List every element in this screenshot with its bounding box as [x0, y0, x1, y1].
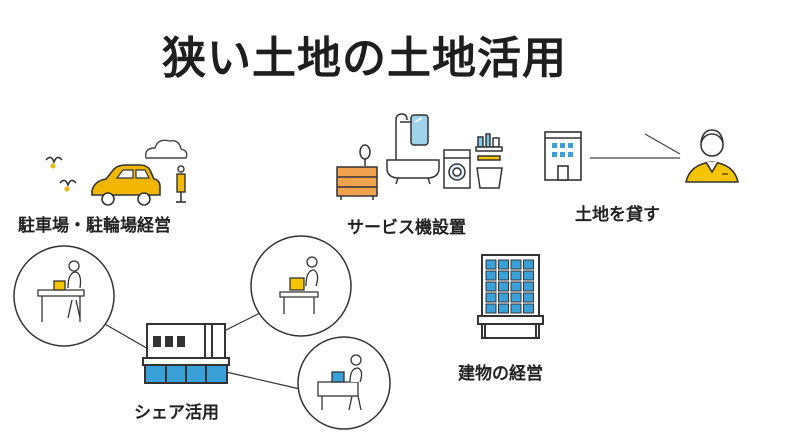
building-window — [510, 281, 522, 292]
dresser-icon — [336, 166, 378, 200]
coworking-circle-2 — [250, 235, 352, 337]
building-window — [510, 303, 522, 314]
building-window — [523, 270, 534, 281]
building-window — [498, 292, 509, 303]
office-building-icon — [544, 131, 582, 181]
service-machines-illustration — [336, 113, 503, 200]
building-window — [510, 270, 522, 281]
cloud-icon — [145, 139, 188, 159]
mirror-icon — [359, 144, 371, 166]
parking-illustration — [45, 139, 188, 206]
page-title: 狭い土地の土地活用 — [162, 33, 567, 84]
building-window — [523, 303, 534, 314]
building-window — [485, 292, 497, 303]
share-illustration — [13, 235, 391, 430]
building-window — [510, 292, 522, 303]
wall-mirror-icon — [410, 114, 429, 146]
parking-sign-icon — [176, 165, 186, 203]
building-window — [485, 259, 497, 270]
building-window — [485, 270, 497, 281]
share-label: シェア活用 — [134, 403, 219, 423]
building-window — [485, 303, 497, 314]
building-window — [523, 281, 534, 292]
coworking-circle-1 — [13, 245, 115, 347]
building-window — [498, 270, 509, 281]
bathtub-icon — [386, 113, 440, 185]
building-window — [498, 281, 509, 292]
car-icon — [91, 164, 161, 206]
lease-illustration — [544, 129, 739, 183]
apartment-building-icon — [477, 254, 544, 339]
building-window — [498, 259, 509, 270]
laundry-basket-icon — [475, 133, 503, 189]
lease-label: 土地を貸す — [575, 205, 660, 225]
building-window — [510, 259, 522, 270]
building-window — [485, 281, 497, 292]
shop-building-icon — [142, 323, 230, 384]
building-window — [523, 259, 534, 270]
moon-accent-icon — [50, 163, 70, 192]
parking-label: 駐車場・駐輪場経営 — [18, 216, 171, 236]
washing-machine-icon — [443, 149, 471, 189]
building-label: 建物の経営 — [458, 364, 543, 384]
building-window — [498, 303, 509, 314]
services-label: サービス機設置 — [347, 218, 466, 238]
building-window — [523, 292, 534, 303]
bird-icon — [45, 156, 77, 188]
coworking-circle-3 — [297, 336, 391, 430]
person-icon — [685, 129, 739, 183]
